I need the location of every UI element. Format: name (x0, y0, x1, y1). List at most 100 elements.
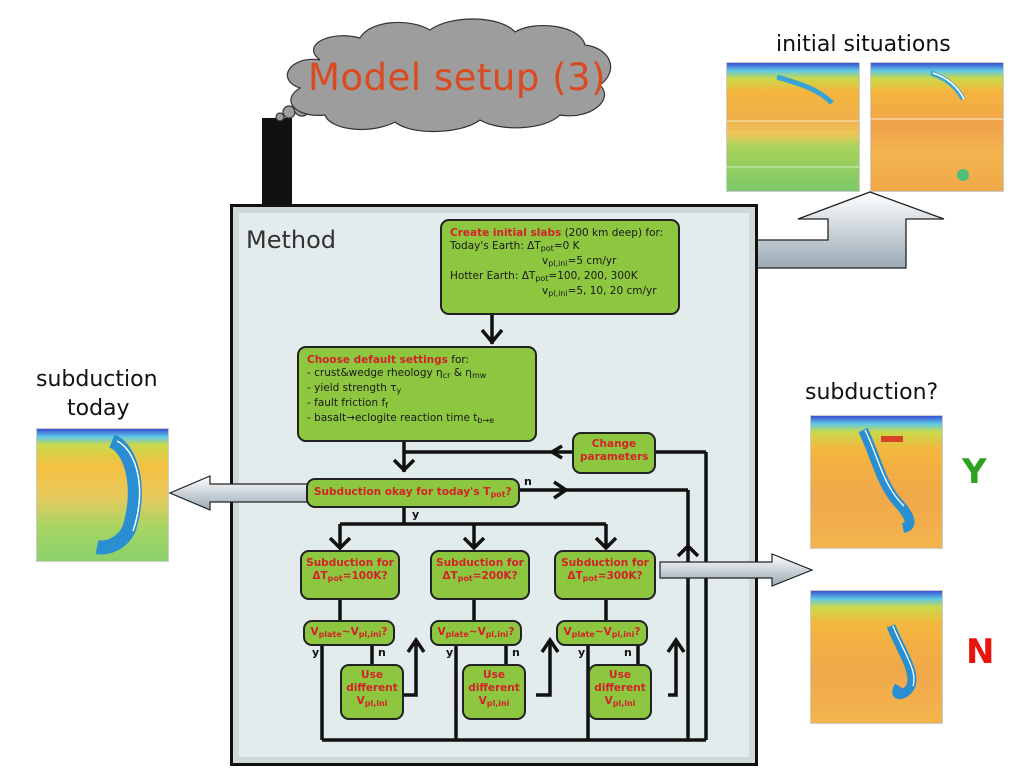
col3-dt-sub: pot (582, 574, 598, 583)
chimney (262, 118, 292, 206)
vplate-check-2: Vplate~Vpl,ini? (430, 620, 522, 646)
vplate3-end: ? (634, 626, 641, 638)
subduction-today-image (36, 428, 169, 562)
create-slabs-box: Create initial slabs (200 km deep) for: … (440, 219, 680, 315)
use-diff1-c: V (356, 695, 365, 707)
vplate3-sub2: pl,ini (611, 630, 635, 639)
todays-vpl-sub: pl,ini (548, 259, 568, 268)
col1-dt-val: =100K? (342, 570, 388, 582)
col1-y-label: y (312, 646, 320, 659)
subduction-question-label: subduction? (805, 380, 939, 405)
todays-earth-label: Today's Earth: ΔT (450, 240, 541, 252)
defaults-item-reaction-sub: b→e (477, 416, 495, 425)
defaults-extra: & η (450, 367, 472, 379)
use-different-box-2: Use different Vpl,ini (462, 664, 526, 720)
subduction-200k-box: Subduction for ΔTpot=200K? (430, 550, 530, 600)
initial-situation-image-1 (726, 62, 860, 192)
vplate2-mid: ~V (468, 626, 486, 638)
vplate1-end: ? (381, 626, 388, 638)
todays-earth-sub: pot (540, 244, 554, 253)
use-different-box-3: Use different Vpl,ini (588, 664, 652, 720)
use-diff2-sub: pl,ini (486, 699, 510, 708)
col2-y-label: y (446, 646, 454, 659)
change-parameters-box: Change parameters (572, 432, 656, 474)
create-rest: (200 km deep) for: (561, 227, 664, 239)
subduction-okay-box: Subduction okay for today's Tpot? (306, 478, 520, 508)
okay-n-label: n (524, 475, 532, 488)
subduction-100k-box: Subduction for ΔTpot=100K? (300, 550, 400, 600)
col3-y-label: y (578, 646, 586, 659)
defaults-item-rheology-sub: cr (442, 371, 451, 380)
okay-check-end: ? (505, 486, 512, 498)
vplate3-sub: plate (571, 630, 595, 639)
use-diff2-c: V (478, 695, 487, 707)
col2-dt-val: =200K? (472, 570, 518, 582)
col2-title: Subduction for (436, 557, 524, 569)
use-diff3-c: V (604, 695, 613, 707)
cloud-shape (275, 18, 612, 133)
hotter-earth-label: Hotter Earth: ΔT (450, 270, 536, 282)
col2-dt: ΔT (442, 570, 458, 582)
okay-check-label: Subduction okay for today's T (314, 486, 491, 498)
vplate3-v: V (563, 626, 572, 638)
col1-dt: ΔT (312, 570, 328, 582)
hotter-earth-value: =100, 200, 300K (548, 270, 638, 282)
use-different-box-1: Use different Vpl,ini (340, 664, 404, 720)
col3-n-label: n (624, 646, 632, 659)
col3-dt: ΔT (567, 570, 583, 582)
method-heading: Method (246, 226, 337, 254)
use-diff2-b: different (468, 682, 520, 694)
todays-earth-value: =0 K (553, 240, 580, 252)
okay-check-sub: pot (490, 490, 506, 499)
change-parameters-label: Change parameters (580, 438, 649, 463)
col2-n-label: n (512, 646, 520, 659)
defaults-item-yield-sub: y (396, 386, 402, 395)
initial-situations-label: initial situations (776, 32, 951, 57)
use-diff1-b: different (346, 682, 398, 694)
vplate3-mid: ~V (594, 626, 612, 638)
defaults-item-friction: - fault friction f (307, 397, 386, 409)
okay-y-label: y (412, 508, 420, 521)
vplate2-end: ? (508, 626, 515, 638)
subduction-today-label-2: today (67, 396, 130, 421)
use-diff3-b: different (594, 682, 646, 694)
page-title: Model setup (3) (308, 56, 607, 99)
initial-situation-image-2 (870, 62, 1004, 192)
yes-label: Y (962, 452, 987, 492)
col2-dt-sub: pot (457, 574, 473, 583)
no-label: N (966, 632, 995, 672)
subduction-today-label-1: subduction (36, 367, 158, 392)
col1-title: Subduction for (306, 557, 394, 569)
hotter-vpl-label: v (542, 285, 549, 297)
subduction-no-image (810, 590, 943, 724)
vplate-check-1: Vplate~Vpl,ini? (303, 620, 395, 646)
defaults-extra-sub: mw (471, 371, 487, 380)
default-settings-box: Choose default settings for: - crust&wed… (297, 346, 537, 442)
vplate1-sub: plate (318, 630, 342, 639)
vplate2-sub2: pl,ini (485, 630, 509, 639)
subduction-yes-image (810, 415, 943, 549)
vplate1-v: V (310, 626, 319, 638)
defaults-item-reaction: - basalt→eclogite reaction time t (307, 412, 478, 424)
todays-vpl-label: v (542, 255, 549, 267)
col3-title: Subduction for (561, 557, 649, 569)
defaults-rest: for: (447, 354, 470, 366)
use-diff1-sub: pl,ini (364, 699, 388, 708)
use-diff3-a: Use (609, 669, 631, 681)
col1-dt-sub: pot (327, 574, 343, 583)
vplate1-mid: ~V (341, 626, 359, 638)
defaults-item-yield: - yield strength τ (307, 382, 397, 394)
vplate2-sub: plate (445, 630, 469, 639)
subduction-300k-box: Subduction for ΔTpot=300K? (554, 550, 656, 600)
defaults-title: Choose default settings (307, 354, 448, 366)
use-diff1-a: Use (361, 669, 383, 681)
defaults-item-rheology: - crust&wedge rheology η (307, 367, 443, 379)
use-diff3-sub: pl,ini (612, 699, 636, 708)
vplate2-v: V (437, 626, 446, 638)
vplate1-sub2: pl,ini (358, 630, 382, 639)
defaults-item-friction-sub: f (385, 401, 388, 410)
create-title: Create initial slabs (450, 227, 562, 239)
hotter-earth-sub: pot (535, 274, 549, 283)
